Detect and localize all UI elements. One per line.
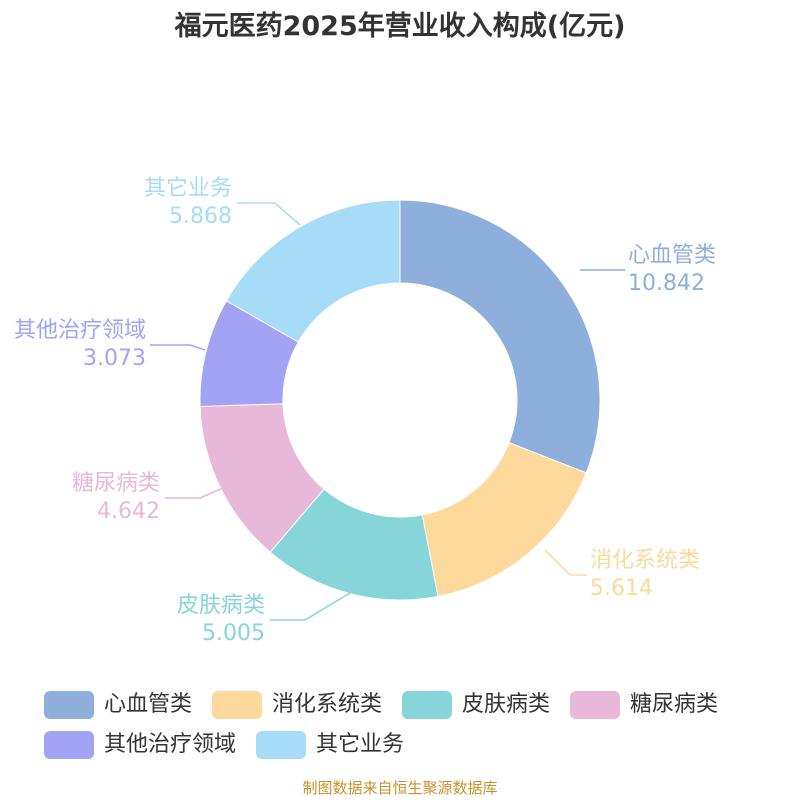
slice-value-1: 5.614	[590, 576, 653, 601]
legend-label: 心血管类	[104, 692, 193, 717]
legend: 心血管类 消化系统类 皮肤病类 糖尿病类其他治疗领域 其它业务	[44, 688, 784, 768]
chart-title: 福元医药2025年营业收入构成(亿元)	[174, 11, 626, 42]
label-line-2	[270, 592, 351, 621]
slice-label-5: 其它业务	[144, 176, 232, 201]
legend-swatch	[44, 731, 94, 759]
slice-value-3: 4.642	[97, 499, 160, 524]
slice-value-4: 3.073	[83, 346, 146, 371]
legend-label: 其他治疗领域	[104, 732, 237, 757]
label-line-5	[237, 202, 301, 226]
slice-label-1: 消化系统类	[590, 548, 700, 573]
legend-label: 其它业务	[316, 732, 405, 757]
legend-item-1[interactable]: 消化系统类	[212, 688, 382, 722]
donut-slice-5[interactable]	[225, 199, 401, 343]
label-line-4	[150, 344, 206, 351]
legend-item-3[interactable]: 糖尿病类	[570, 688, 718, 722]
legend-swatch	[212, 691, 263, 719]
legend-swatch	[256, 731, 307, 759]
legend-item-0[interactable]: 心血管类	[44, 688, 192, 722]
slice-value-5: 5.868	[169, 204, 232, 229]
slice-label-4: 其他治疗领域	[14, 318, 146, 343]
slice-value-2: 5.005	[202, 621, 265, 646]
legend-swatch	[44, 691, 94, 719]
legend-item-2[interactable]: 皮肤病类	[402, 688, 550, 722]
source-footer: 制图数据来自恒生聚源数据库	[302, 779, 498, 797]
legend-swatch	[570, 691, 621, 719]
legend-swatch	[402, 691, 453, 719]
legend-label: 糖尿病类	[630, 692, 719, 717]
legend-item-5[interactable]: 其它业务	[256, 728, 404, 762]
slice-value-0: 10.842	[628, 271, 705, 296]
donut-slice-1[interactable]	[421, 442, 587, 597]
slice-label-0: 心血管类	[628, 243, 716, 268]
slice-label-2: 皮肤病类	[177, 593, 265, 618]
donut-slice-0[interactable]	[399, 199, 601, 474]
legend-label: 消化系统类	[272, 692, 383, 717]
slice-label-3: 糖尿病类	[72, 471, 160, 496]
legend-label: 皮肤病类	[462, 692, 551, 717]
label-line-1	[544, 549, 587, 576]
legend-item-4[interactable]: 其他治疗领域	[44, 728, 236, 762]
label-line-3	[165, 484, 231, 499]
